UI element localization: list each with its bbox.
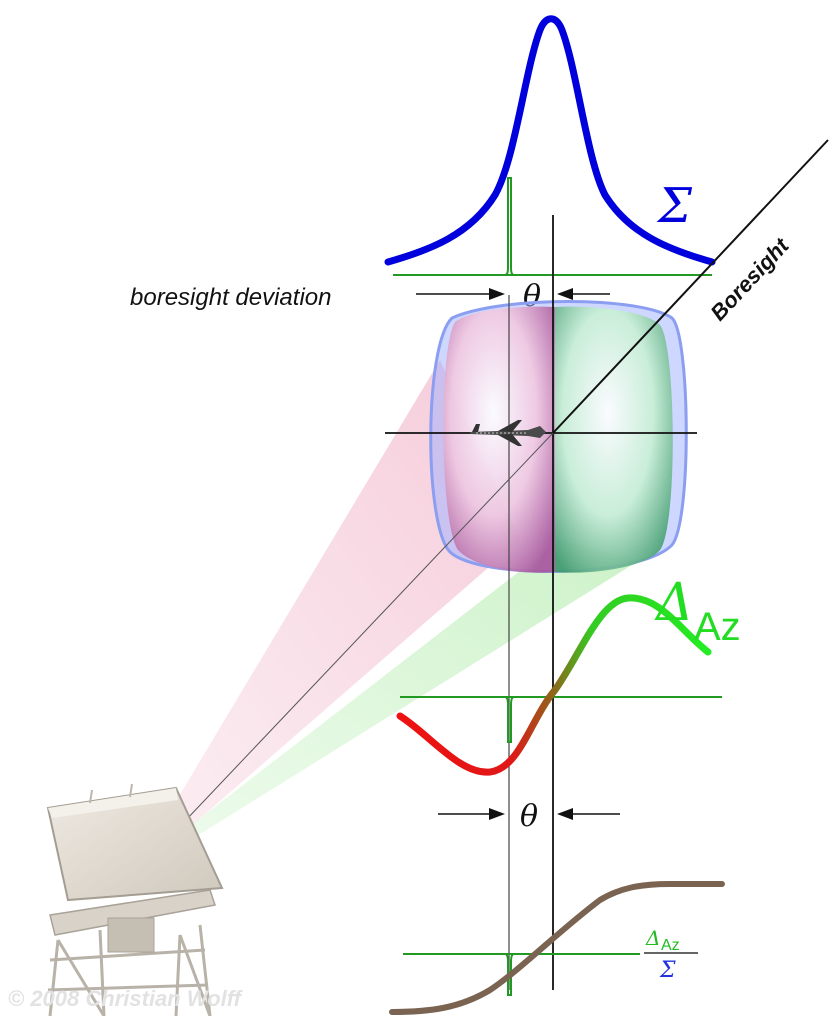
left-lobe bbox=[443, 306, 555, 573]
beam-center-line bbox=[147, 432, 554, 861]
beam-lobes bbox=[429, 300, 688, 573]
ratio-curve bbox=[389, 881, 725, 1015]
ratio-num-sub: Az bbox=[661, 937, 680, 954]
delta-notch bbox=[504, 696, 515, 743]
beam-cones bbox=[142, 360, 640, 864]
radar-antenna-tower bbox=[46, 783, 224, 1016]
theta-arrowhead-left bbox=[489, 808, 505, 820]
sum-curve bbox=[384, 15, 716, 266]
sum-notch bbox=[393, 177, 515, 276]
theta-bottom-group: θ bbox=[438, 799, 620, 834]
delta-az-curve bbox=[396, 594, 712, 776]
green-beam bbox=[146, 540, 640, 864]
deviation-arrowhead-right bbox=[557, 288, 573, 300]
ratio-pattern: Δ Az Σ bbox=[389, 881, 725, 1015]
delta-az-pattern: Δ Az bbox=[396, 573, 741, 776]
ratio-notch bbox=[504, 953, 515, 996]
boresight-axis-line bbox=[552, 139, 829, 434]
aircraft-icon bbox=[470, 420, 546, 446]
ratio-denominator: Σ bbox=[659, 958, 676, 983]
right-lobe bbox=[555, 306, 673, 573]
pink-beam bbox=[142, 360, 520, 862]
boresight-label: Boresight bbox=[705, 232, 794, 325]
boresight-deviation-label: boresight deviation bbox=[130, 284, 331, 311]
delta-az-subscript: Az bbox=[694, 605, 741, 649]
sum-pattern: Σ bbox=[384, 15, 716, 276]
delta-az-symbol: Δ bbox=[654, 573, 694, 633]
deviation-arrowhead-left bbox=[489, 288, 505, 300]
ratio-num-delta: Δ bbox=[645, 926, 660, 950]
copyright-text: © 2008 Christian Wolff bbox=[8, 986, 244, 1011]
theta-arrowhead-right bbox=[557, 808, 573, 820]
sum-label: Σ bbox=[656, 178, 693, 234]
theta-bottom-label: θ bbox=[520, 799, 538, 834]
